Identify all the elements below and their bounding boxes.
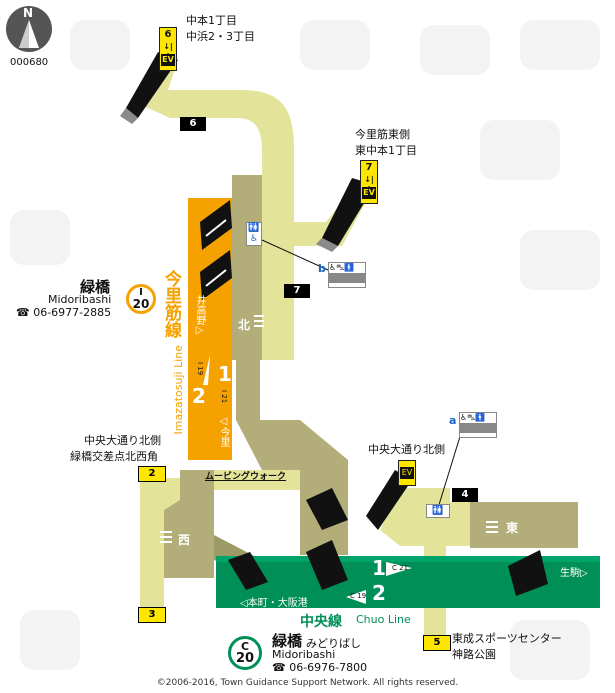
chuo-next-east-code: C 21 <box>392 564 409 572</box>
imazatosuji-station-badge: I 20 <box>126 284 156 314</box>
north-arrow-icon <box>19 20 39 48</box>
facility-pointer-lines <box>261 239 463 509</box>
chuo-line-name-en: Chuo Line <box>356 613 411 626</box>
elevator-icon: EV <box>362 187 376 199</box>
wheelchair-icon: ♿ <box>329 263 337 272</box>
exit-7-number: 7 <box>365 162 373 173</box>
exit-5-destination-2: 神路公園 <box>452 648 496 661</box>
facility-a-icons[interactable]: ♿⛍🚹 <box>459 412 497 438</box>
sink-icon <box>460 423 496 433</box>
imazatosuji-line-name: 今里筋線 <box>161 270 181 338</box>
chuo-station-name-en: Midoribashi <box>272 648 336 661</box>
compass-letter: N <box>23 6 34 20</box>
compass: N <box>6 6 52 52</box>
area-label-north: 北 <box>238 318 251 332</box>
sink-icon <box>329 273 365 283</box>
chuo-phone: ☎ 06-6976-7800 <box>272 661 368 674</box>
facility-b-label: b <box>318 262 326 275</box>
stair-markers <box>160 315 498 543</box>
chuo-platform-stairs <box>228 488 548 596</box>
escalator-icon: ↓|↑ <box>364 175 374 194</box>
exit-5-destination-1: 東成スポーツセンター <box>452 632 562 645</box>
exit-5-label[interactable]: 5 <box>423 635 451 651</box>
exit-7-label[interactable]: 7 <box>284 284 310 298</box>
imazatosuji-direction-north: 井高野▷ <box>194 295 205 336</box>
exit-6-label[interactable]: 6 <box>180 117 206 131</box>
exit-3-label[interactable]: 3 <box>138 607 166 623</box>
imazatosuji-platform-1: 1 <box>218 362 232 386</box>
stroller-icon: ⛍ <box>336 263 345 272</box>
east-building <box>470 502 578 548</box>
wheelchair-icon: ♿ <box>460 413 468 422</box>
exit-2-destination-1: 中央大通り北側 <box>84 434 161 447</box>
exit-7-destination-2: 東中本1丁目 <box>355 144 417 157</box>
area-label-west: 西 <box>178 533 191 547</box>
imazatosuji-badge-number: 20 <box>132 297 150 311</box>
imazatosuji-station-name-en: Midoribashi <box>48 293 112 306</box>
north-building <box>232 170 300 470</box>
imazatosuji-next-north-code: I 19 <box>196 362 204 376</box>
exit-4-destination: 中央大通り北側 <box>368 443 445 456</box>
chuo-line-name: 中央線 <box>300 614 342 630</box>
toilet-icon: 🚹 <box>344 263 355 272</box>
chuo-direction-east: 生駒▷ <box>560 568 588 579</box>
copyright: ©2006-2016, Town Guidance Support Networ… <box>156 678 459 688</box>
accessible-icon: ♿ <box>249 234 259 244</box>
elevator-icon: EV <box>400 467 414 479</box>
chuo-station-kana: みどりばし <box>306 637 361 650</box>
toilet-icon: 🚹 <box>475 413 486 422</box>
chuo-badge-letter: C <box>240 640 250 653</box>
exit-7-sign[interactable]: 7 ↓|↑ EV <box>360 160 378 204</box>
exit-ramp-shadow <box>120 108 338 252</box>
map-id: 000680 <box>10 57 49 68</box>
chuo-direction-west: ◁本町・大阪港 <box>240 598 308 609</box>
toilet-icon: 🚻 <box>432 506 444 516</box>
exit-6-number: 6 <box>164 29 172 40</box>
chuo-platform-1: 1 <box>372 556 386 580</box>
facility-b-icons[interactable]: ♿⛍🚹 <box>328 262 366 288</box>
imazatosuji-direction-south: ◁今里 <box>218 416 229 447</box>
exit-4-label[interactable]: 4 <box>452 488 478 502</box>
facility-a-label: a <box>449 414 457 427</box>
chuo-next-west-code: C 19 <box>350 592 367 600</box>
exit-6-destination-1: 中本1丁目 <box>186 14 237 27</box>
chuo-platform-2: 2 <box>372 581 386 605</box>
chuo-station-badge: C 20 <box>228 636 262 670</box>
imazatosuji-platform-stairs <box>200 200 232 300</box>
background-watermark <box>10 20 600 680</box>
exit-6-sign[interactable]: 6 ↓|↑ EV <box>159 27 177 71</box>
exit-6-destination-2: 中浜2・3丁目 <box>186 30 255 43</box>
elevator-icon: EV <box>161 54 175 66</box>
area-label-east: 東 <box>506 521 519 535</box>
imazatosuji-line-name-en: Imazatosuji Line <box>172 345 185 435</box>
chuo-badge-number: 20 <box>235 651 255 666</box>
chuo-station-name: 緑橋 <box>272 632 303 650</box>
restroom-icon[interactable]: 🚻♿ <box>246 222 262 246</box>
imazatosuji-platform-2: 2 <box>192 384 206 408</box>
moving-walk-label: ムービングウォーク <box>205 472 287 482</box>
imazatosuji-badge-letter: I <box>139 287 143 298</box>
stroller-icon: ⛍ <box>467 413 476 422</box>
escalator-icon: ↓|↑ <box>163 42 173 61</box>
imazatosuji-station-name: 緑橋 <box>80 278 111 296</box>
exit-2-destination-2: 緑橋交差点北西角 <box>70 450 158 463</box>
exit-4-sign[interactable]: EV <box>398 460 416 486</box>
platform-direction-arrows <box>203 355 412 604</box>
exit-7-destination-1: 今里筋東側 <box>355 128 410 141</box>
imazatosuji-phone: ☎ 06-6977-2885 <box>16 306 112 319</box>
restroom-icon[interactable]: 🚻 <box>426 504 450 518</box>
toilet-icon: 🚻 <box>248 223 260 233</box>
exit-2-label[interactable]: 2 <box>138 466 166 482</box>
imazatosuji-next-south-code: I 21 <box>220 390 228 404</box>
